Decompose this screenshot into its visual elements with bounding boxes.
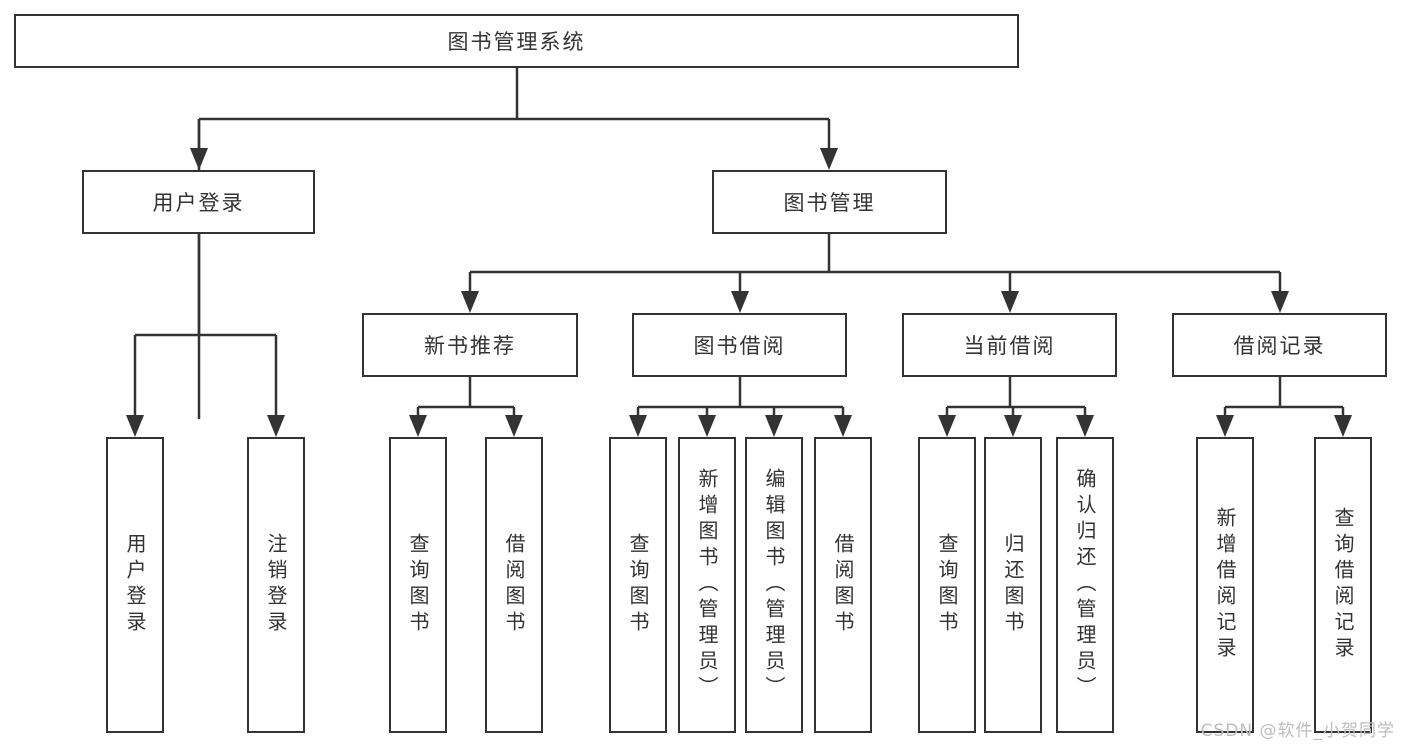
node-current-borrowing: 当前借阅 (902, 313, 1117, 377)
node-library-system-root: 图书管理系统 (14, 14, 1019, 68)
leaf-add-book-admin: 新增图书（管理员） (678, 437, 736, 733)
leaf-query-book-current: 查询图书 (918, 437, 976, 733)
leaf-confirm-return-admin: 确认归还（管理员） (1056, 437, 1114, 733)
csdn-watermark: CSDN @软件_小贺同学 (1200, 721, 1395, 741)
leaf-borrow-book: 借阅图书 (814, 437, 872, 733)
node-book-management: 图书管理 (712, 170, 947, 234)
leaf-query-borrow-record: 查询借阅记录 (1314, 437, 1372, 733)
node-new-book-recommend: 新书推荐 (362, 313, 578, 377)
leaf-query-book-recommend: 查询图书 (389, 437, 447, 733)
leaf-return-book: 归还图书 (984, 437, 1042, 733)
leaf-query-book-borrowing: 查询图书 (609, 437, 667, 733)
leaf-borrow-book-recommend: 借阅图书 (485, 437, 543, 733)
node-book-borrowing: 图书借阅 (632, 313, 847, 377)
leaf-user-login: 用户登录 (106, 437, 164, 733)
leaf-add-borrow-record: 新增借阅记录 (1196, 437, 1254, 733)
arrowheads (126, 148, 1352, 437)
leaf-logout: 注销登录 (247, 437, 305, 733)
node-borrowing-records: 借阅记录 (1172, 313, 1387, 377)
leaf-edit-book-admin: 编辑图书（管理员） (745, 437, 803, 733)
node-user-login: 用户登录 (82, 170, 315, 234)
